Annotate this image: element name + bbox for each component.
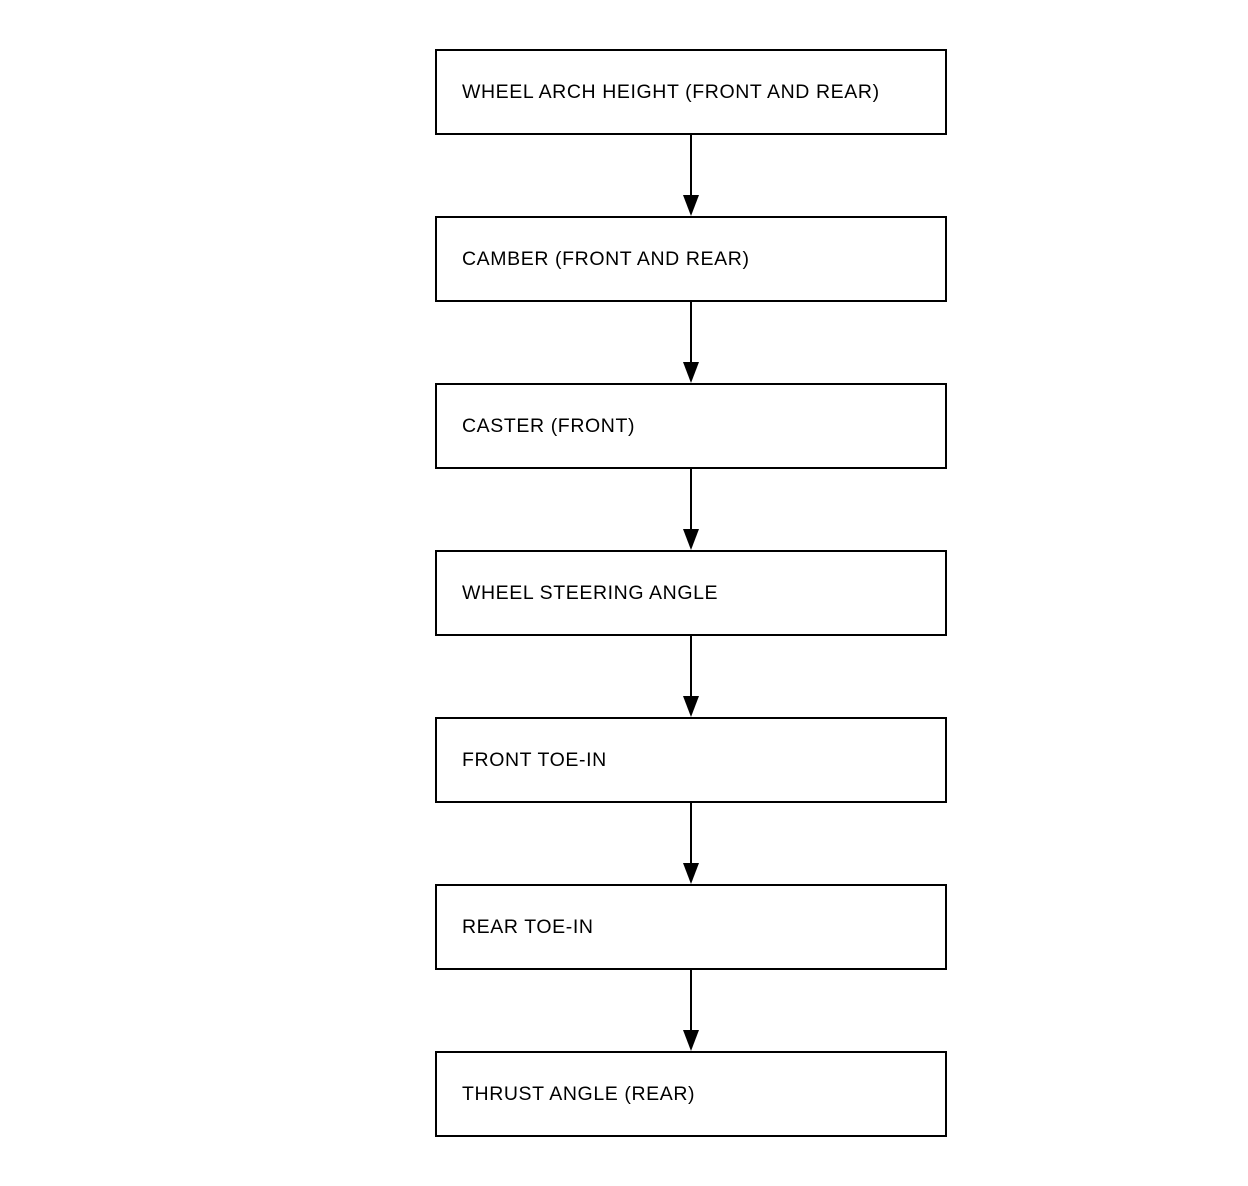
flow-node-camber: CAMBER (FRONT AND REAR): [435, 216, 947, 302]
flow-node-wheel-steering-angle: WHEEL STEERING ANGLE: [435, 550, 947, 636]
down-arrow: [435, 135, 947, 216]
node-label: REAR TOE-IN: [462, 915, 594, 938]
arrowhead-icon: [683, 195, 699, 216]
flow-node-front-toe-in: FRONT TOE-IN: [435, 717, 947, 803]
node-label: CAMBER (FRONT AND REAR): [462, 247, 750, 270]
node-label: CASTER (FRONT): [462, 414, 636, 437]
arrow-line: [690, 970, 692, 1030]
arrow-line: [690, 803, 692, 863]
arrow-line: [690, 135, 692, 195]
arrow-line: [690, 469, 692, 529]
down-arrow: [435, 970, 947, 1051]
node-label: THRUST ANGLE (REAR): [462, 1082, 696, 1105]
flow-node-thrust-angle: THRUST ANGLE (REAR): [435, 1051, 947, 1137]
flow-node-caster: CASTER (FRONT): [435, 383, 947, 469]
node-label: WHEEL STEERING ANGLE: [462, 581, 719, 604]
down-arrow: [435, 803, 947, 884]
flow-node-rear-toe-in: REAR TOE-IN: [435, 884, 947, 970]
arrow-line: [690, 636, 692, 696]
flowchart: WHEEL ARCH HEIGHT (FRONT AND REAR) CAMBE…: [435, 49, 947, 1137]
down-arrow: [435, 636, 947, 717]
arrow-line: [690, 302, 692, 362]
down-arrow: [435, 469, 947, 550]
down-arrow: [435, 302, 947, 383]
arrowhead-icon: [683, 863, 699, 884]
arrowhead-icon: [683, 529, 699, 550]
arrowhead-icon: [683, 1030, 699, 1051]
arrowhead-icon: [683, 696, 699, 717]
node-label: WHEEL ARCH HEIGHT (FRONT AND REAR): [462, 80, 880, 103]
flow-node-wheel-arch-height: WHEEL ARCH HEIGHT (FRONT AND REAR): [435, 49, 947, 135]
node-label: FRONT TOE-IN: [462, 748, 607, 771]
arrowhead-icon: [683, 362, 699, 383]
